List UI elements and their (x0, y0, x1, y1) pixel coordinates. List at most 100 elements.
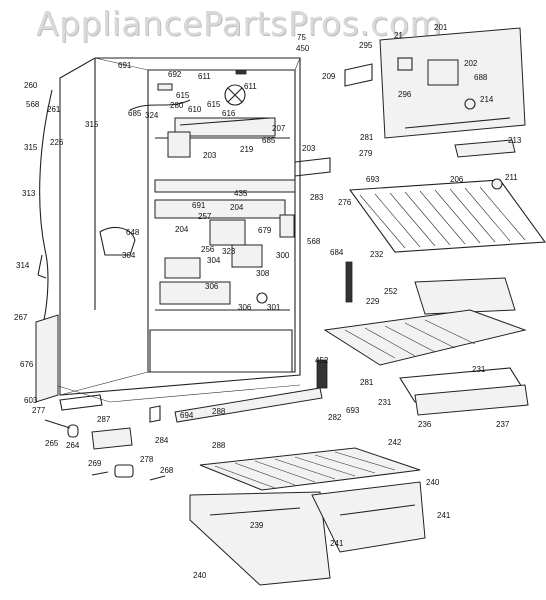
label-257: 257 (198, 212, 212, 221)
label-211: 211 (505, 173, 518, 182)
label-301: 301 (267, 303, 281, 312)
control-parts (99, 199, 295, 305)
label-615: 615 (207, 100, 221, 109)
label-693: 693 (346, 406, 360, 415)
label-219: 219 (240, 145, 254, 154)
label-688: 688 (474, 73, 488, 82)
label-568: 568 (26, 100, 40, 109)
label-679: 679 (258, 226, 272, 235)
label-265: 265 (45, 439, 59, 448)
label-204: 204 (175, 225, 189, 234)
crisper-drawers (189, 481, 426, 586)
label-611: 611 (198, 72, 211, 81)
label-282: 282 (328, 413, 342, 422)
label-568: 568 (307, 237, 321, 246)
label-75: 75 (297, 33, 306, 42)
crisper-cover (199, 447, 421, 491)
label-306: 306 (238, 303, 252, 312)
label-231: 231 (378, 398, 392, 407)
label-242: 242 (388, 438, 402, 447)
label-295: 295 (359, 41, 373, 50)
label-267: 267 (14, 313, 28, 322)
label-21: 21 (394, 31, 403, 40)
label-268: 268 (160, 466, 174, 475)
rail-203 (154, 179, 296, 193)
label-276: 276 (338, 198, 352, 207)
label-284: 284 (155, 436, 169, 445)
label-256: 256 (201, 245, 215, 254)
label-676: 676 (20, 360, 34, 369)
label-306: 306 (205, 282, 219, 291)
label-283: 283 (310, 193, 324, 202)
label-206: 206 (450, 175, 464, 184)
label-288: 288 (212, 407, 226, 416)
label-269: 269 (88, 459, 102, 468)
label-314: 314 (16, 261, 30, 270)
label-214: 214 (480, 95, 494, 104)
label-252: 252 (384, 287, 398, 296)
label-213: 213 (508, 136, 522, 145)
label-615: 615 (176, 91, 190, 100)
label-685: 685 (262, 136, 276, 145)
label-287: 287 (97, 415, 111, 424)
label-616: 616 (222, 109, 236, 118)
label-315: 315 (85, 120, 99, 129)
label-279: 279 (359, 149, 373, 158)
label-323: 323 (222, 247, 236, 256)
label-226: 226 (50, 138, 64, 147)
label-691: 691 (118, 61, 132, 70)
wire-shelf (348, 178, 546, 253)
hinge-parts (44, 157, 331, 481)
water-tube (37, 254, 47, 279)
label-603: 603 (24, 396, 38, 405)
label-240: 240 (426, 478, 440, 487)
label-691: 691 (192, 201, 206, 210)
label-261: 261 (47, 105, 61, 114)
label-204: 204 (230, 203, 244, 212)
label-313: 313 (22, 189, 36, 198)
label-450: 450 (296, 44, 310, 53)
label-435: 435 (234, 189, 248, 198)
label-229: 229 (366, 297, 380, 306)
drain-tube (39, 89, 53, 321)
label-300: 300 (276, 251, 290, 260)
label-260: 260 (24, 81, 38, 90)
label-694: 694 (180, 411, 194, 420)
label-277: 277 (32, 406, 46, 415)
label-202: 202 (464, 59, 478, 68)
side-panel-267 (35, 314, 59, 403)
label-648: 648 (126, 228, 140, 237)
label-684: 684 (330, 248, 344, 257)
label-611: 611 (244, 82, 257, 91)
label-237: 237 (496, 420, 510, 429)
label-278: 278 (140, 455, 154, 464)
label-281: 281 (360, 378, 374, 387)
label-203: 203 (302, 144, 316, 153)
label-203: 203 (203, 151, 217, 160)
label-264: 264 (66, 441, 80, 450)
label-692: 692 (168, 70, 182, 79)
label-304: 304 (207, 256, 221, 265)
label-236: 236 (418, 420, 432, 429)
label-281: 281 (360, 133, 374, 142)
top-assembly (129, 69, 276, 158)
label-308: 308 (256, 269, 270, 278)
label-280: 280 (170, 101, 184, 110)
part-labels: 691 692 611 610 615 615 611 280 685 324 … (14, 23, 522, 580)
label-241: 241 (330, 539, 344, 548)
label-685: 685 (128, 109, 142, 118)
label-452: 452 (315, 356, 329, 365)
label-324: 324 (145, 111, 159, 120)
label-240: 240 (193, 571, 207, 580)
label-304: 304 (122, 251, 136, 260)
label-315: 315 (24, 143, 38, 152)
label-693: 693 (366, 175, 380, 184)
glass-shelves (323, 261, 529, 416)
label-239: 239 (250, 521, 264, 530)
label-207: 207 (272, 124, 286, 133)
label-201: 201 (434, 23, 448, 32)
label-209: 209 (322, 72, 336, 81)
label-296: 296 (398, 90, 412, 99)
label-231: 231 (472, 365, 486, 374)
